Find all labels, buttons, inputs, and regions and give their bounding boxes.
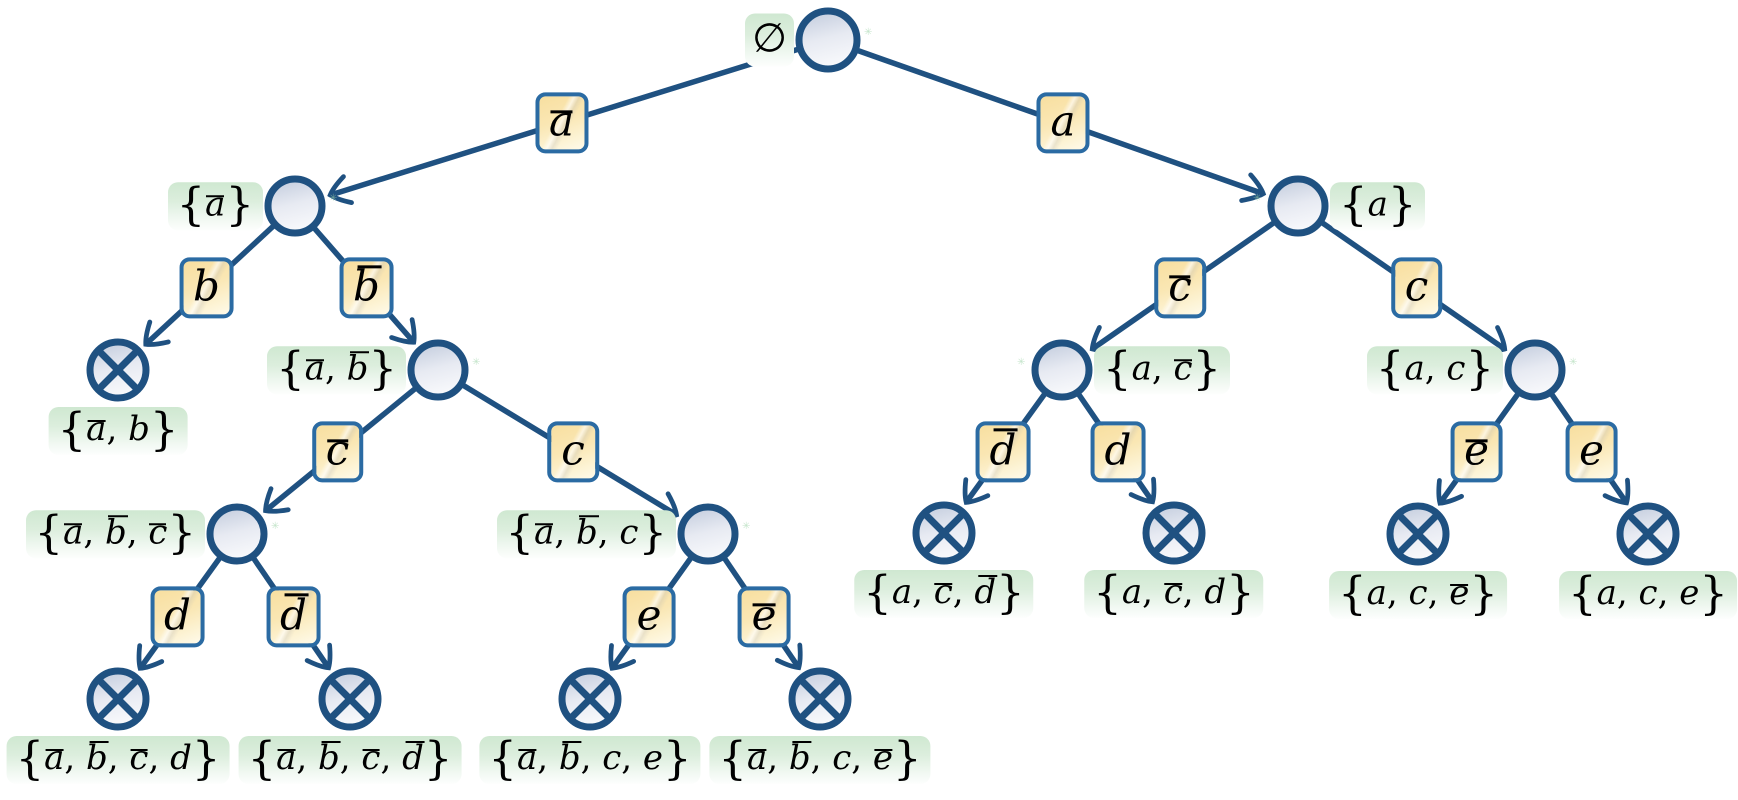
tree-edge-a-not-c [1089,203,1300,353]
decision-node-na_nb_c [677,503,739,565]
tree-edge-na_nb-c [436,367,680,520]
decision-node-na_nb [407,339,469,401]
sprout-artifact-icon: ✳ [271,521,279,532]
cross-stroke-icon [567,676,613,722]
sprout-artifact-icon: ✳ [1569,357,1577,368]
sprout-artifact-icon: ✳ [472,357,480,368]
decision-node-a_c [1504,339,1566,401]
tree-edge-a-c [1296,203,1508,353]
sprout-artifact-icon: ✳ [1253,193,1261,204]
cross-stroke-icon [1395,511,1441,557]
decision-node-na [264,175,326,237]
cross-stroke-icon [921,510,967,556]
tree-edge-root-not-a [327,37,829,206]
sprout-artifact-icon: ✳ [864,27,872,38]
decision-node-root [795,7,861,73]
decision-node-na_nb_nc [206,503,268,565]
cross-stroke-icon [797,676,843,722]
cross-stroke-icon [95,676,141,722]
decision-node-a_nc [1031,339,1093,401]
cross-stroke-icon [1625,511,1671,557]
tree-edge-na_nb-not-c [263,367,440,514]
tree-edge-root-a [827,37,1267,203]
cross-stroke-icon [1151,510,1197,556]
tree-edge-na-b [143,203,297,347]
cross-stroke-icon [327,676,373,722]
decision-node-a [1267,175,1329,237]
sprout-artifact-icon: ✳ [742,521,750,532]
sprout-artifact-icon: ✳ [329,193,337,204]
sprout-artifact-icon: ✳ [1017,357,1025,368]
cross-stroke-icon [95,347,141,393]
